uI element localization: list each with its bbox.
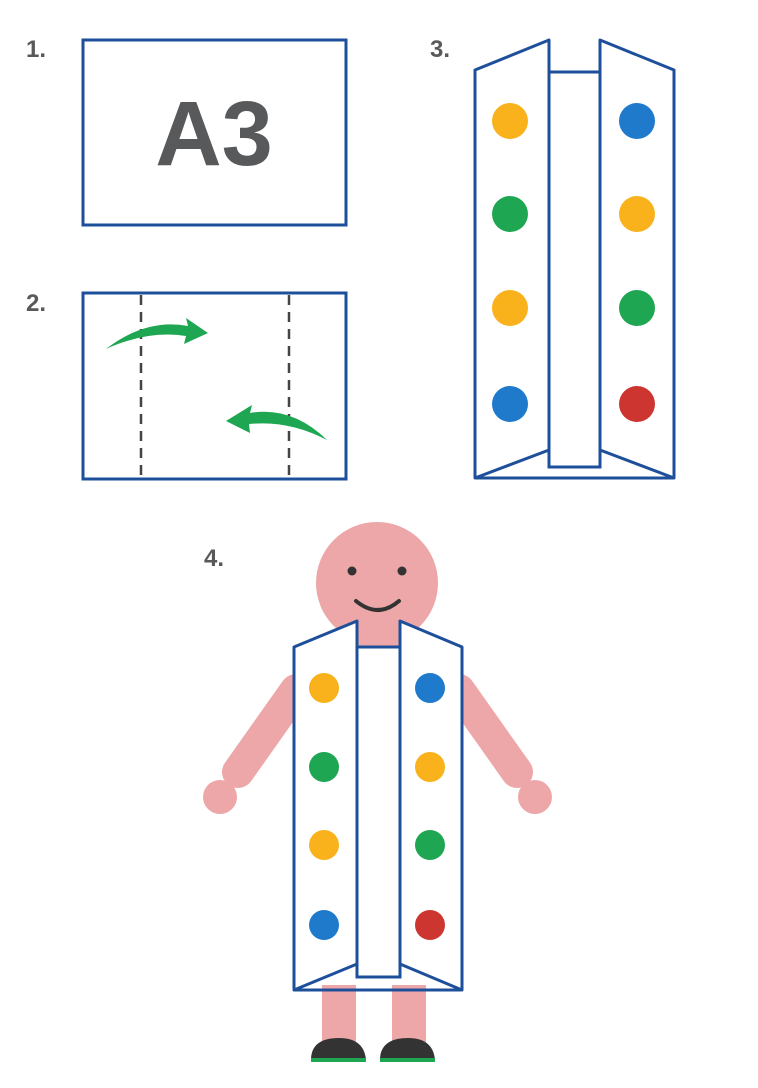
right-eye [397,566,407,576]
a3-label: A3 [155,83,273,185]
dot-blue [309,910,339,940]
dot-green [309,752,339,782]
costume-right-dots [415,673,445,940]
right-arm [443,674,552,814]
dot-blue [619,103,655,139]
costume-left-flap [292,619,359,992]
dot-yellow [619,196,655,232]
right-flap-dots [619,103,655,422]
right-leg [392,985,426,1045]
back-panel [547,70,602,469]
a3-paper-sheet [81,38,348,227]
head [316,522,438,644]
dot-blue [415,673,445,703]
fold-arrow-left-icon [226,405,327,440]
fold-arrow-right-icon [106,318,208,349]
step-1-number: 1. [26,36,46,63]
costume-left-dots [309,673,339,940]
mouth [354,599,401,612]
costume-back-panel [355,645,402,979]
dot-yellow [492,290,528,326]
step-3: 3. [430,36,676,480]
dot-blue [492,386,528,422]
step-3-number: 3. [430,36,450,63]
paper-sheet-fold-lines [81,291,348,481]
step-2: 2. [26,290,348,481]
dot-yellow [415,752,445,782]
dot-yellow [492,103,528,139]
left-leg [322,985,356,1045]
shoe-icon [311,1038,366,1062]
dot-yellow [309,673,339,703]
dot-green [492,196,528,232]
step-2-number: 2. [26,290,46,317]
dot-red [415,910,445,940]
dot-green [415,830,445,860]
dot-green [619,290,655,326]
left-flap-dots [492,103,528,422]
shoe-icon [380,1038,435,1062]
left-arm [203,674,312,814]
left-hand [203,780,237,814]
left-flap [473,38,551,480]
dot-red [619,386,655,422]
dot-yellow [309,830,339,860]
step-1: 1. A3 [26,36,348,227]
smile-face-icon [347,566,407,612]
step-4-number: 4. [204,545,224,572]
right-hand [518,780,552,814]
step-4: 4. [203,522,552,1062]
left-eye [347,566,357,576]
neck [356,630,400,650]
